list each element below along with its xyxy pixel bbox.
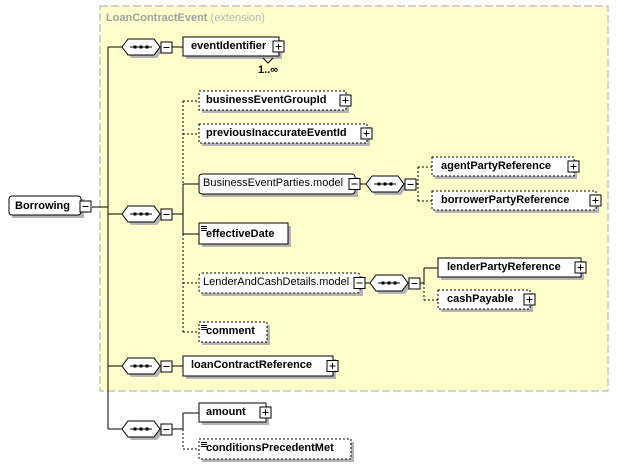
model-group-label-LenderAndCashDetails: LenderAndCashDetails.model bbox=[203, 276, 350, 288]
root-element-label: Borrowing bbox=[15, 200, 70, 212]
element-label-eventIdentifier: eventIdentifier bbox=[191, 40, 267, 52]
element-label-comment: comment bbox=[206, 325, 255, 337]
model-group-BusinessEventParties[interactable] bbox=[198, 173, 361, 197]
element-label-effectiveDate: effectiveDate bbox=[206, 228, 275, 240]
element-comment[interactable] bbox=[198, 321, 270, 345]
element-businessEventGroupId[interactable] bbox=[198, 90, 352, 113]
element-effectiveDate[interactable] bbox=[198, 222, 291, 247]
connector-lines bbox=[92, 46, 438, 430]
element-cashPayable[interactable] bbox=[437, 289, 536, 312]
sequence-compositor-main[interactable] bbox=[121, 205, 173, 225]
expand-toggle-icon[interactable] bbox=[589, 194, 602, 207]
root-element-borrowing[interactable] bbox=[8, 195, 92, 218]
model-group-label-BusinessEventParties: BusinessEventParties.model bbox=[203, 177, 344, 189]
collapse-toggle-icon[interactable] bbox=[160, 360, 173, 373]
simple-content-icon bbox=[201, 226, 207, 231]
sequence-compositor-reference[interactable] bbox=[121, 357, 173, 377]
element-label-cashPayable: cashPayable bbox=[447, 293, 514, 305]
collapse-toggle-icon[interactable] bbox=[79, 200, 92, 213]
element-label-previousInaccurateEventId: previousInaccurateEventId bbox=[206, 127, 347, 139]
element-label-lenderPartyReference: lenderPartyReference bbox=[447, 261, 561, 273]
collapse-toggle-icon[interactable] bbox=[404, 178, 417, 191]
sequence-compositor-terms[interactable] bbox=[121, 420, 173, 440]
multiplicity-marker bbox=[262, 57, 274, 64]
expand-toggle-icon[interactable] bbox=[567, 160, 580, 173]
element-previousInaccurateEventId[interactable] bbox=[198, 123, 373, 146]
cardinality-label: 1..∞ bbox=[258, 64, 279, 76]
extension-base-name: LoanContractEvent bbox=[106, 12, 208, 24]
element-loanContractReference[interactable] bbox=[182, 355, 339, 379]
sequence-compositor-identifiers[interactable] bbox=[121, 38, 173, 58]
element-boxes bbox=[182, 36, 602, 462]
element-conditionsPrecedentMet[interactable] bbox=[198, 438, 354, 462]
element-label-businessEventGroupId: businessEventGroupId bbox=[206, 94, 327, 106]
element-amount[interactable] bbox=[198, 402, 272, 425]
sequence-compositor-parties[interactable] bbox=[365, 175, 417, 195]
expand-toggle-icon[interactable] bbox=[326, 360, 339, 372]
expand-toggle-icon[interactable] bbox=[272, 40, 285, 53]
collapse-toggle-icon[interactable] bbox=[348, 178, 361, 190]
extension-qualifier: (extension) bbox=[210, 12, 265, 24]
element-label-loanContractReference: loanContractReference bbox=[191, 359, 313, 371]
collapse-toggle-icon[interactable] bbox=[160, 208, 173, 221]
element-label-conditionsPrecedentMet: conditionsPrecedentMet bbox=[206, 442, 334, 454]
extension-title: LoanContractEvent (extension) bbox=[106, 12, 265, 24]
collapse-toggle-icon[interactable] bbox=[160, 41, 173, 54]
element-label-amount: amount bbox=[206, 406, 246, 418]
collapse-toggle-icon[interactable] bbox=[408, 277, 421, 290]
expand-toggle-icon[interactable] bbox=[339, 94, 352, 107]
element-eventIdentifier[interactable] bbox=[182, 36, 285, 59]
expand-toggle-icon[interactable] bbox=[360, 127, 373, 140]
sequence-compositor-lender-cash[interactable] bbox=[369, 274, 421, 294]
simple-content-icon bbox=[201, 442, 207, 447]
expand-toggle-icon[interactable] bbox=[574, 261, 587, 274]
element-label-borrowerPartyReference: borrowerPartyReference bbox=[441, 194, 570, 206]
sequence-compositors bbox=[121, 38, 421, 440]
expand-toggle-icon[interactable] bbox=[259, 406, 272, 419]
model-group-LenderAndCashDetails[interactable] bbox=[198, 272, 366, 296]
expand-toggle-icon[interactable] bbox=[523, 293, 536, 306]
simple-content-icon bbox=[201, 325, 207, 330]
element-label-agentPartyReference: agentPartyReference bbox=[441, 160, 552, 172]
element-lenderPartyReference[interactable] bbox=[437, 257, 587, 280]
collapse-toggle-icon[interactable] bbox=[160, 423, 173, 436]
optional-connector-lines bbox=[182, 100, 438, 450]
element-agentPartyReference[interactable] bbox=[431, 156, 580, 179]
element-borrowerPartyReference[interactable] bbox=[431, 190, 602, 213]
collapse-toggle-icon[interactable] bbox=[353, 277, 366, 289]
